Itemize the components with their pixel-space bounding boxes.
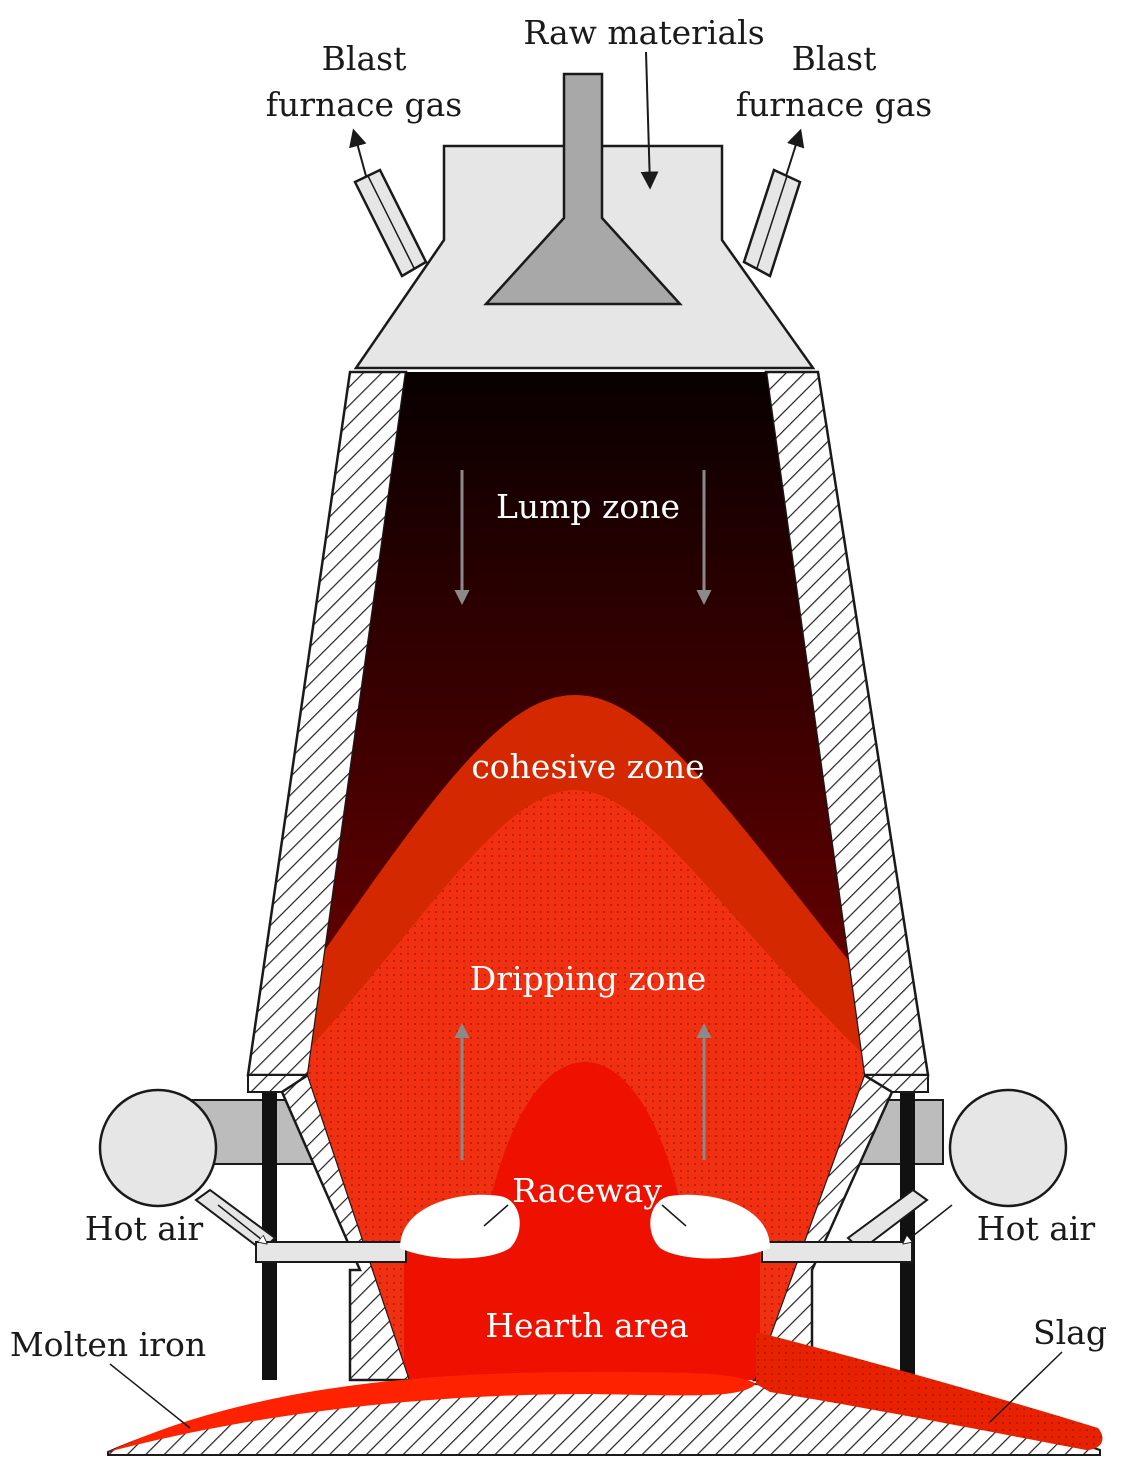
gas-arrow-left [349,128,367,177]
hot-air-blowpipe-right [761,1088,1068,1263]
hearth-core [404,1062,760,1380]
label-hot-air-left: Hot air [85,1209,204,1248]
label-hearth-area: Hearth area [485,1306,688,1345]
label-blast-furnace-gas-right-line2: furnace gas [736,85,932,124]
label-dripping-zone: Dripping zone [470,959,707,998]
raceway-right [650,1194,770,1259]
support-column-right [900,1090,915,1380]
label-hot-air-right: Hot air [977,1209,1096,1248]
label-blast-furnace-gas-left-line1: Blast [322,39,407,78]
charging-hopper [483,72,683,306]
hot-air-arrow-left [217,1204,266,1243]
raceway-left [400,1194,520,1259]
gas-arrow-right [785,128,805,177]
label-raceway: Raceway [512,1171,662,1210]
molten-iron-stream [108,1372,756,1452]
hot-air-arrow-right [904,1204,953,1243]
gas-pipe-right [742,168,802,278]
gas-pipe-left [353,168,428,278]
label-lump-zone: Lump zone [496,487,680,526]
label-cohesive-zone: cohesive zone [471,747,704,786]
furnace-wall [246,370,930,1382]
label-slag: Slag [1033,1313,1107,1352]
label-blast-furnace-gas-right-line1: Blast [792,39,877,78]
label-molten-iron: Molten iron [10,1325,206,1364]
raw-materials-arrow [640,51,659,190]
label-blast-furnace-gas-left-line2: furnace gas [266,85,462,124]
label-raw-materials: Raw materials [523,13,764,52]
